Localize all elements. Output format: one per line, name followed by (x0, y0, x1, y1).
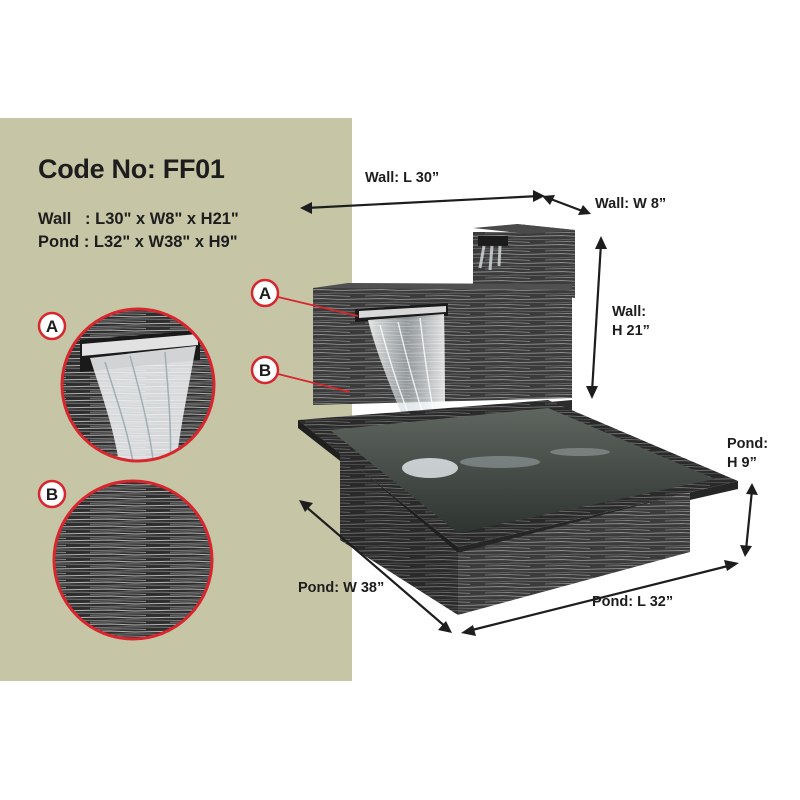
back-pillar (473, 224, 575, 298)
wall-height-label-line1: Wall: (612, 304, 647, 320)
pond-height-label-line2: H 9” (727, 455, 757, 471)
callout-a-letter: A (259, 284, 271, 303)
pond-length-label: Pond: L 32” (592, 594, 674, 610)
pond (298, 400, 738, 615)
pond-height-label-line1: Pond: (727, 436, 769, 452)
callout-a-pointer: A (250, 278, 359, 317)
wall-width-label: Wall: W 8” (595, 196, 667, 212)
wall-length-label: Wall: L 30” (365, 170, 440, 186)
product-code-title: Code No: FF01 (38, 154, 225, 184)
zoom-circle-a: A (37, 307, 216, 463)
pond-spec: Pond : L32" x W38" x H9" (38, 233, 238, 251)
dimension-arrows (299, 190, 758, 636)
zoom-a-letter: A (46, 317, 58, 336)
pond-width-label: Pond: W 38” (298, 580, 385, 596)
wall-height-label-line2: H 21” (612, 323, 650, 339)
zoom-b-letter: B (46, 485, 58, 504)
callout-b-pointer: B (250, 355, 351, 393)
wall-spec: Wall : L30" x W8" x H21" (38, 210, 239, 228)
zoom-circle-b: B (37, 479, 214, 641)
callout-b-letter: B (259, 361, 271, 380)
